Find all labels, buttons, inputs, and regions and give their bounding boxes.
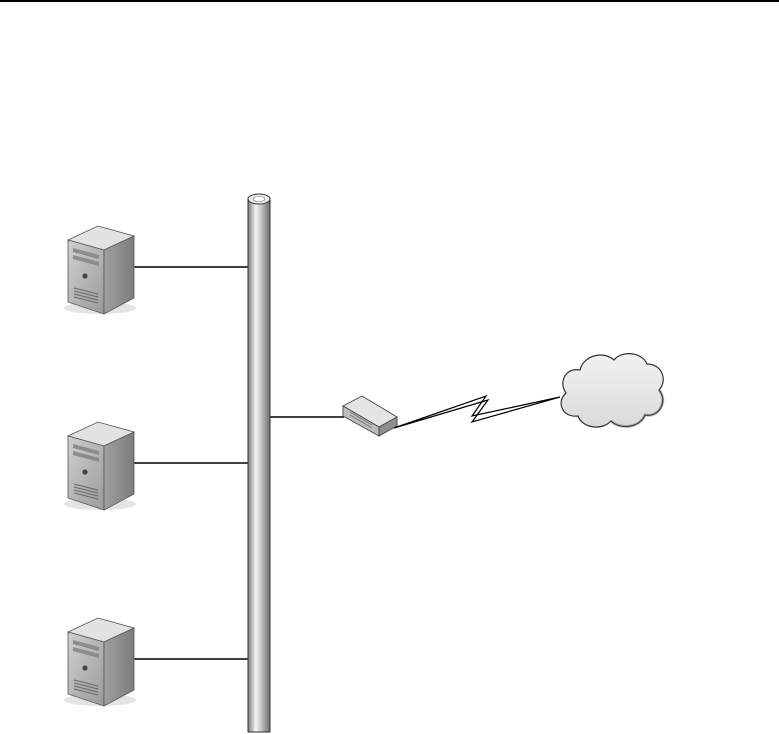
lightning-bolt-icon	[394, 396, 560, 428]
router	[343, 396, 397, 436]
server-tower-icon	[64, 226, 136, 314]
server-1	[64, 226, 136, 314]
server-3	[64, 618, 136, 706]
router-icon	[343, 396, 397, 436]
wan-link	[394, 396, 560, 428]
backbone-pipe-icon	[248, 198, 270, 732]
server-2	[64, 422, 136, 510]
server-tower-icon	[64, 422, 136, 510]
cloud	[561, 354, 663, 427]
server-tower-icon	[64, 618, 136, 706]
network-bus	[248, 194, 270, 732]
